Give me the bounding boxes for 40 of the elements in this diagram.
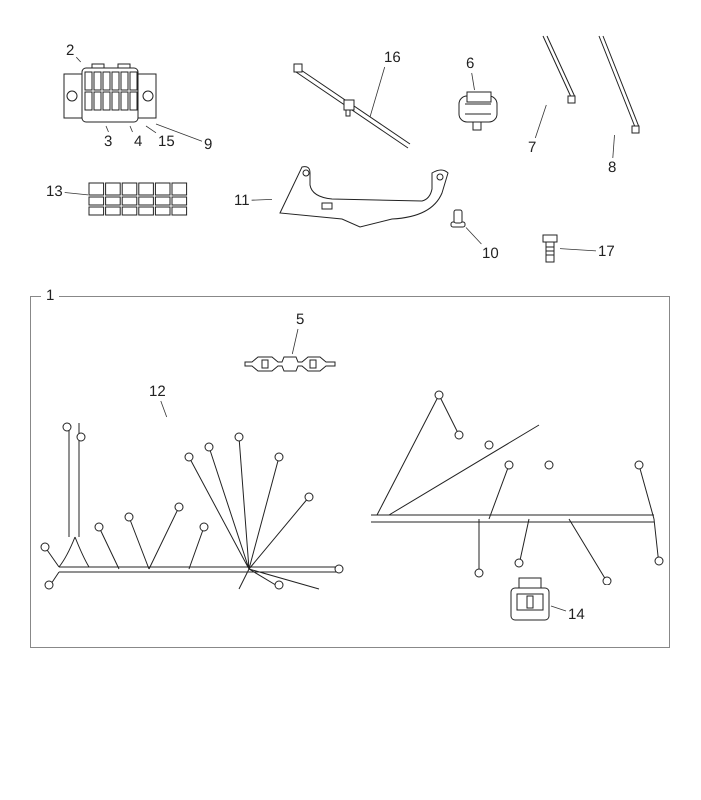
- leader-line: [106, 126, 109, 132]
- label-card-drawing: [88, 182, 190, 218]
- leader-line: [146, 126, 156, 134]
- callout-number: 14: [568, 607, 585, 622]
- leader-line: [370, 66, 386, 118]
- leader-line: [160, 400, 168, 418]
- leader-line: [64, 192, 88, 196]
- callout-number: 11: [234, 193, 250, 208]
- fuse-holder-drawing: [244, 354, 336, 374]
- bolt-drawing: [540, 232, 560, 264]
- leader-line: [471, 72, 475, 90]
- leader-line: [292, 328, 298, 354]
- callout-number: 15: [158, 134, 175, 149]
- tie-strap-drawing: [596, 35, 640, 135]
- leader-line: [130, 126, 133, 132]
- callout-number: 1: [41, 288, 60, 303]
- leader-line: [251, 199, 272, 201]
- leader-line: [612, 134, 615, 158]
- callout-number: 7: [528, 140, 536, 155]
- callout-number: 5: [296, 312, 304, 327]
- push-rivet-drawing: [450, 208, 466, 230]
- relay-drawing: [509, 576, 551, 622]
- callout-number: 16: [384, 50, 401, 65]
- callout-number: 17: [598, 244, 615, 259]
- callout-number: 8: [608, 160, 616, 175]
- leader-line: [466, 227, 482, 244]
- leader-line: [534, 104, 547, 138]
- leader-line: [560, 248, 596, 252]
- tie-strap-drawing: [540, 35, 576, 105]
- callout-number: 9: [204, 137, 212, 152]
- callout-number: 12: [149, 384, 166, 399]
- leader-line: [76, 56, 82, 62]
- callout-number: 4: [134, 134, 142, 149]
- callout-number: 6: [466, 56, 474, 71]
- leader-line: [550, 606, 566, 612]
- callout-number: 10: [482, 246, 499, 261]
- callout-number: 2: [66, 43, 74, 58]
- leader-line: [156, 124, 202, 142]
- callout-number: 3: [104, 134, 112, 149]
- callout-number: 13: [46, 184, 63, 199]
